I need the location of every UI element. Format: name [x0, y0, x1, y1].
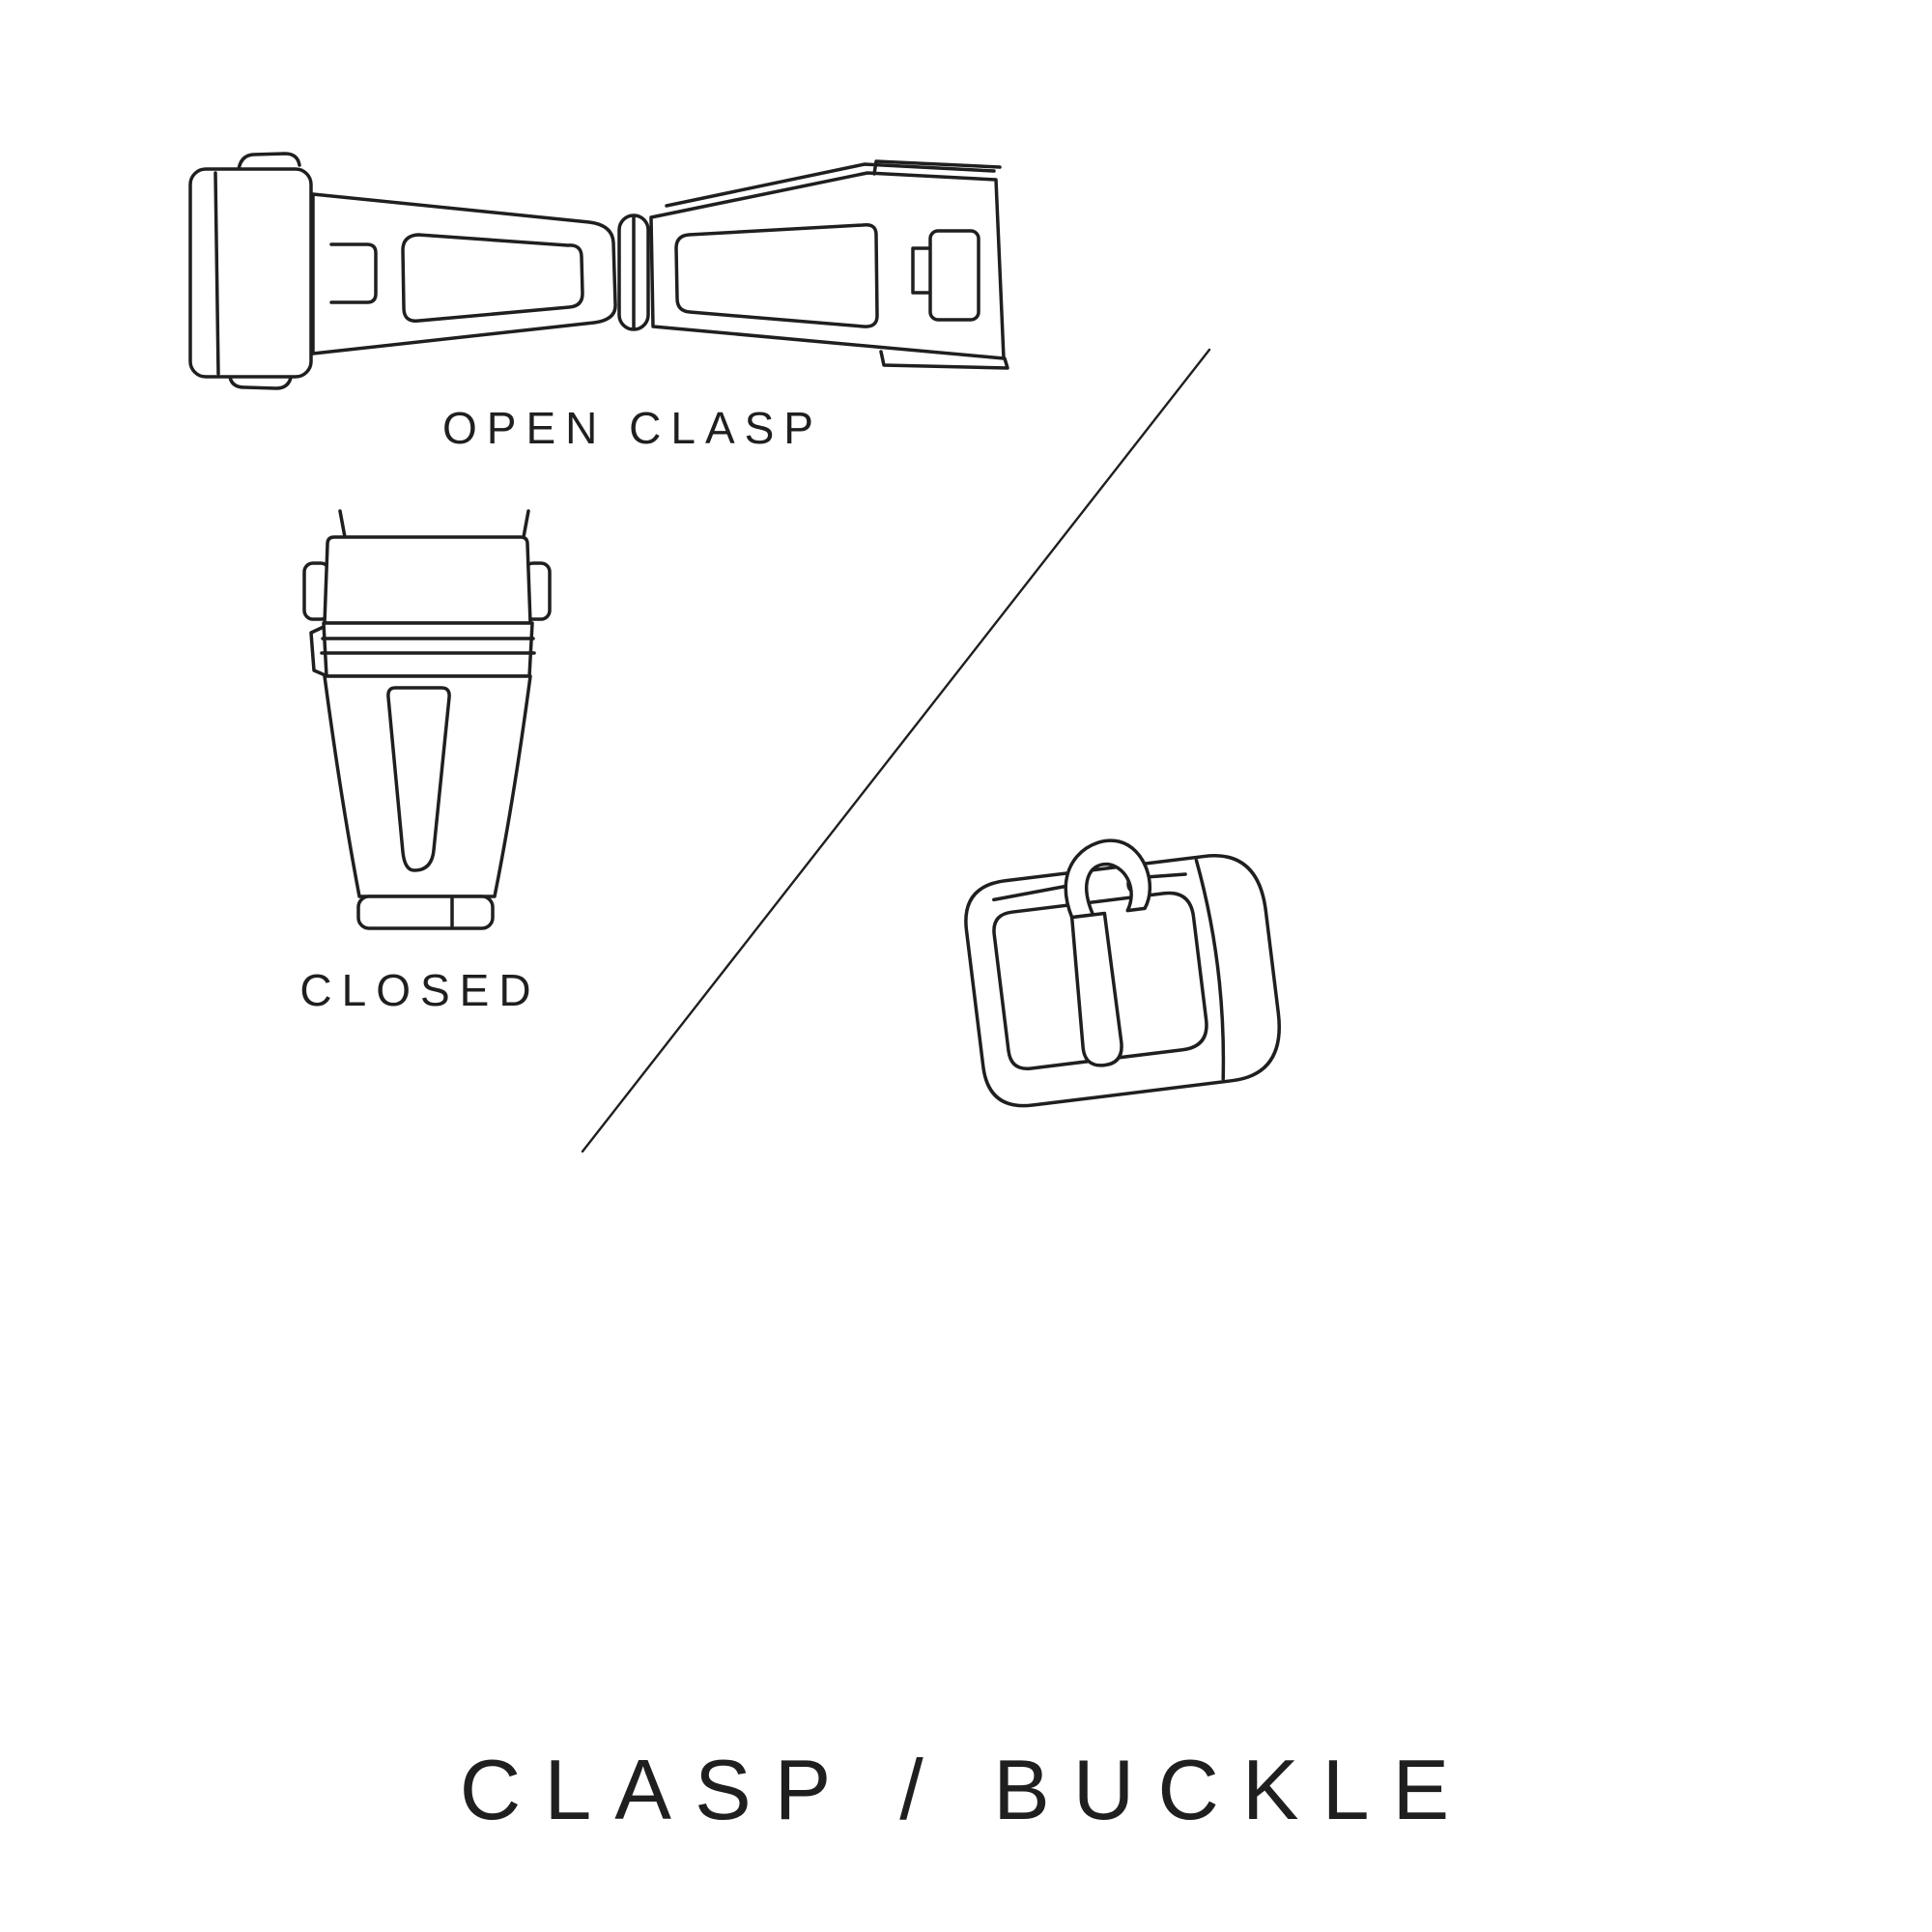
closed-clasp-label: CLOSED: [299, 965, 541, 1015]
closed-clasp-illustration: [302, 509, 552, 930]
buckle-illustration: [964, 838, 1281, 1108]
divider-line: [581, 348, 1211, 1153]
page-title: CLASP / BUCKLE: [459, 1742, 1473, 1837]
open-clasp-label: OPEN CLASP: [442, 403, 823, 453]
open-clasp-illustration: [188, 152, 1009, 390]
